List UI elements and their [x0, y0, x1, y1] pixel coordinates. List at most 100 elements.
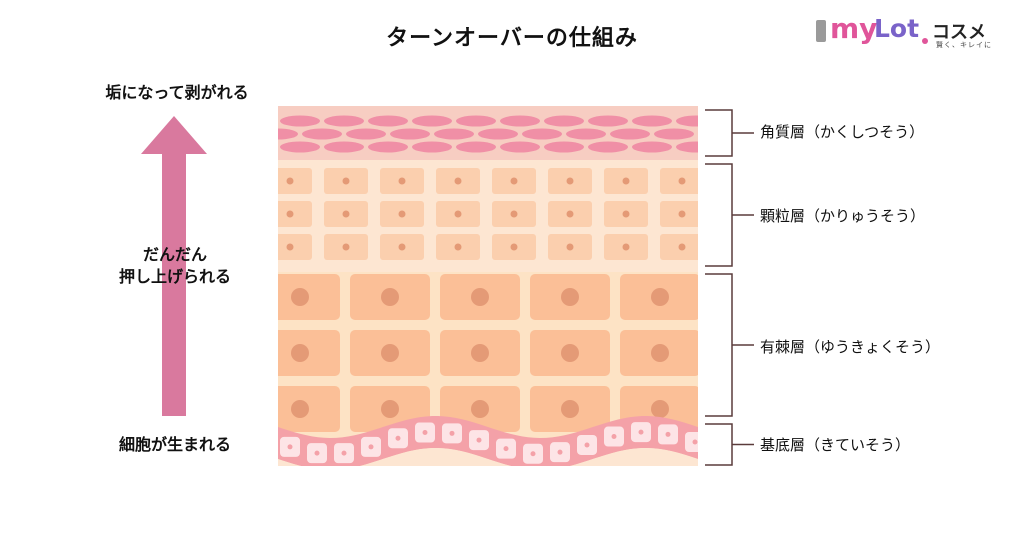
granular-nucleus [678, 210, 686, 218]
corneum-cell [522, 128, 562, 140]
spinous-nucleus [471, 344, 489, 362]
spinous-nucleus [471, 400, 489, 418]
label-born: 細胞が生まれる [118, 435, 231, 454]
granular-nucleus [566, 177, 574, 185]
granular-cell [278, 201, 312, 227]
layer-label-corneum: 角質層（かくしつそう） [760, 123, 925, 141]
logo-dot [922, 38, 928, 44]
basal-nucleus [638, 429, 644, 435]
granular-nucleus [566, 210, 574, 218]
upward-arrow-icon [141, 116, 207, 416]
spinous-nucleus [381, 288, 399, 306]
layer-label-granular: 顆粒層（かりゅうそう） [760, 207, 926, 225]
granular-nucleus [342, 210, 350, 218]
corneum-cell [654, 128, 694, 140]
corneum-cell [324, 141, 364, 153]
basal-nucleus [611, 434, 617, 440]
basal-nucleus [422, 430, 428, 436]
corneum-cell [302, 128, 342, 140]
corneum-cell [456, 141, 496, 153]
basal-nucleus [368, 444, 374, 450]
basal-nucleus [557, 449, 563, 455]
granular-nucleus [342, 243, 350, 251]
granular-nucleus [286, 210, 294, 218]
corneum-cell [588, 115, 628, 127]
page-title: ターンオーバーの仕組み [386, 26, 638, 51]
corneum-cell [368, 115, 408, 127]
spinous-nucleus [651, 344, 669, 362]
granular-nucleus [510, 177, 518, 185]
dermis [278, 448, 698, 466]
corneum-cell [236, 116, 276, 127]
layer-label-spinous: 有棘層（ゆうきょくそう） [760, 338, 941, 356]
corneum-cell [368, 141, 408, 153]
spinous-nucleus [561, 344, 579, 362]
basal-nucleus [341, 450, 347, 456]
granular-nucleus [454, 243, 462, 251]
corneum-cell [434, 128, 474, 140]
granular-nucleus [398, 210, 406, 218]
granular-nucleus [678, 243, 686, 251]
basal-nucleus [530, 451, 536, 457]
granular-nucleus [454, 210, 462, 218]
corneum-cell [676, 115, 698, 127]
granular-nucleus [622, 210, 630, 218]
spinous-nucleus [291, 288, 309, 306]
bracket-corneum [705, 109, 754, 157]
corneum-cell [236, 142, 276, 153]
granular-nucleus [566, 243, 574, 251]
corneum-cell [278, 128, 298, 140]
corneum-cell [610, 128, 650, 140]
corneum-cell [500, 141, 540, 153]
corneum-cell [632, 115, 672, 127]
spinous-nucleus [471, 288, 489, 306]
layer-label-basal: 基底層（きていそう） [760, 436, 911, 454]
label-pushed-up-line1: だんだん [142, 245, 207, 264]
corneum-cell [390, 128, 430, 140]
corneum-cell [676, 141, 698, 153]
granular-nucleus [622, 243, 630, 251]
corneum-cell [632, 141, 672, 153]
corneum-cell [412, 141, 452, 153]
spinous-nucleus [561, 400, 579, 418]
logo-tagline: 賢く、キレイに [936, 41, 992, 49]
bracket-spinous [705, 273, 754, 417]
logo-kosume: コスメ [932, 22, 986, 43]
corneum-cell [566, 128, 606, 140]
granular-nucleus [510, 210, 518, 218]
label-shed: 垢になって剥がれる [105, 83, 249, 102]
spinous-nucleus [291, 400, 309, 418]
corneum-cell [478, 128, 518, 140]
basal-nucleus [665, 431, 671, 437]
corneum-cell [280, 141, 320, 153]
spinous-nucleus [381, 400, 399, 418]
basal-nucleus [692, 439, 698, 445]
corneum-cell [280, 115, 320, 127]
corneum-cell [544, 141, 584, 153]
bottle-icon [816, 20, 826, 42]
basal-nucleus [395, 435, 401, 441]
basal-nucleus [476, 437, 482, 443]
basal-cell [685, 432, 698, 453]
corneum-cell [588, 141, 628, 153]
granular-nucleus [398, 243, 406, 251]
granular-nucleus [622, 177, 630, 185]
corneum-cell [412, 115, 452, 127]
granular-nucleus [286, 177, 294, 185]
corneum-cell [500, 115, 540, 127]
spinous-nucleus [651, 288, 669, 306]
label-pushed-up-line2: 押し上げられる [118, 267, 231, 286]
mylot-logo: my Lot コスメ 賢く、キレイに [812, 12, 1012, 54]
spinous-nucleus [561, 288, 579, 306]
bracket-granular [705, 163, 754, 267]
corneum-cell [324, 115, 364, 127]
label-pushed-up: だんだん 押し上げられる [90, 244, 260, 288]
granular-nucleus [342, 177, 350, 185]
granular-nucleus [454, 177, 462, 185]
basal-nucleus [314, 450, 320, 456]
corneum-cell [544, 115, 584, 127]
logo-my: my [830, 12, 878, 45]
basal-nucleus [449, 430, 455, 436]
granular-nucleus [678, 177, 686, 185]
